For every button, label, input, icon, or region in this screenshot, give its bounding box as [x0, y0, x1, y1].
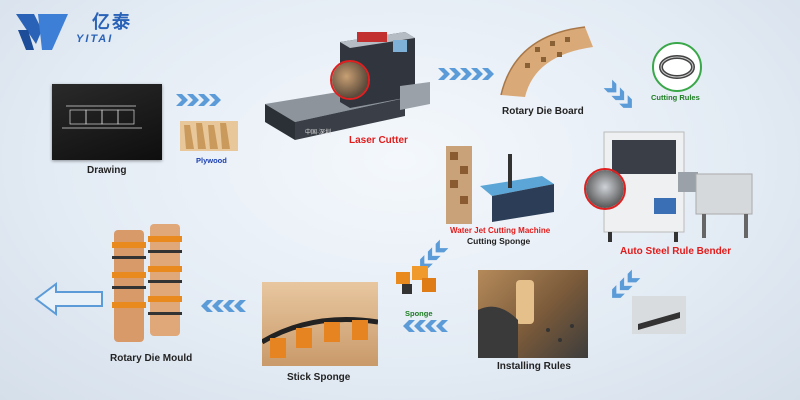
cutting-rules-image [652, 42, 702, 92]
laser-cutter-image: 中国·深圳 [255, 26, 435, 146]
label-installing-rules: Installing Rules [497, 361, 571, 372]
arrow-left-icon [201, 300, 246, 312]
rule-detail-image [632, 296, 686, 334]
bender-detail-image [584, 168, 626, 210]
laser-panel-text: 中国·深圳 [305, 130, 331, 136]
logo-english: YITAI [76, 33, 114, 45]
rotary-die-mould-image [110, 222, 184, 346]
label-sponge: Sponge [405, 309, 433, 318]
label-rotary-die-mould: Rotary Die Mould [110, 353, 193, 364]
logo-mark-icon [16, 14, 68, 50]
water-jet-image [446, 146, 556, 224]
arrow-right-icon [438, 68, 494, 80]
label-cutting-sponge: Cutting Sponge [467, 236, 531, 246]
sponge-image [392, 262, 442, 298]
stick-sponge-image [260, 282, 379, 366]
label-auto-steel-rule-bender: Auto Steel Rule Bender [620, 246, 732, 257]
arrow-down-left-icon [612, 269, 641, 298]
label-stick-sponge: Stick Sponge [287, 372, 351, 383]
arrow-right-icon [176, 94, 221, 106]
plywood-image [178, 117, 240, 153]
label-water-jet: Water Jet Cutting Machine [450, 226, 551, 235]
label-plywood: Plywood [196, 156, 227, 165]
big-arrow-left-icon [34, 282, 103, 316]
arrow-left-icon [403, 320, 448, 332]
rotary-die-board-image [495, 25, 595, 97]
arrow-down-left-icon [420, 239, 449, 268]
installing-rules-image [478, 270, 588, 358]
arrow-down-right-icon [603, 79, 632, 108]
drawing-image [52, 84, 162, 160]
label-cutting-rules: Cutting Rules [651, 93, 700, 102]
label-rotary-die-board: Rotary Die Board [502, 106, 584, 117]
label-laser-cutter: Laser Cutter [349, 135, 408, 146]
logo-chinese: 亿泰 [92, 12, 132, 33]
laser-head-detail-image [330, 60, 370, 100]
label-drawing: Drawing [87, 165, 127, 176]
